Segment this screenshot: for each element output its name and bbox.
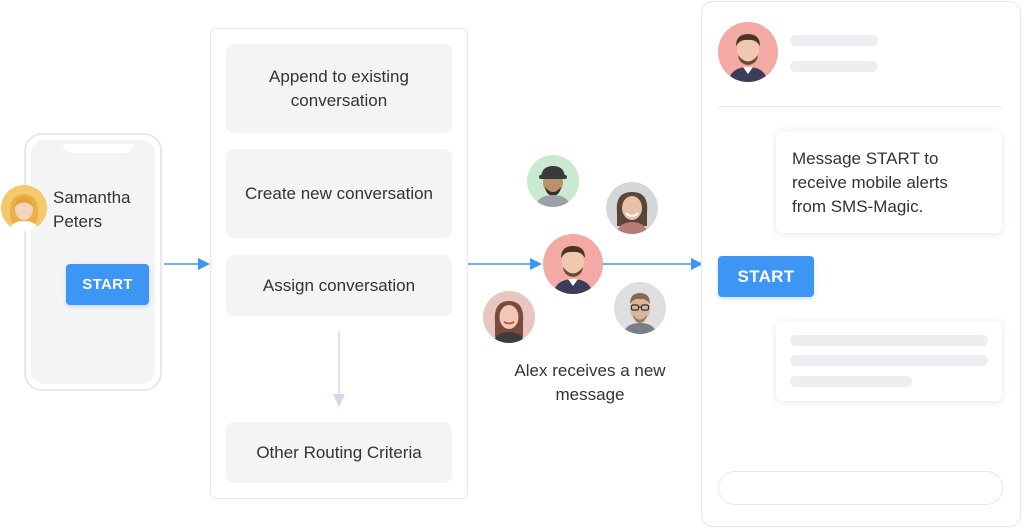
chat-typing-bubble (776, 321, 1002, 401)
chat-message-line: Message START to (792, 147, 986, 171)
arrow-routing-to-team (468, 258, 542, 270)
arrow-phone-to-routing (164, 258, 210, 270)
chat-skeleton-line (790, 376, 912, 387)
team-caption-line1: Alex receives a new (495, 359, 685, 383)
alex-avatar (543, 234, 603, 294)
chat-message-bubble: Message START to receive mobile alerts f… (776, 131, 1002, 233)
chat-header-skeleton-line (790, 35, 878, 46)
chat-skeleton-line (790, 335, 988, 346)
arrow-routing-down (333, 331, 345, 407)
team-caption: Alex receives a new message (495, 359, 685, 407)
chat-message-input[interactable] (718, 471, 1003, 505)
team-caption-line2: message (495, 383, 685, 407)
chat-alex-avatar (718, 22, 778, 82)
chat-message-line: receive mobile alerts (792, 171, 986, 195)
team-avatar-woman-dark (483, 291, 535, 343)
chat-header-skeleton-line (790, 61, 878, 72)
chat-message-line: from SMS-Magic. (792, 195, 986, 219)
chat-start-button[interactable]: START (718, 256, 814, 297)
chat-divider (718, 106, 1002, 107)
team-avatar-cap (527, 155, 579, 207)
arrow-team-to-chat (603, 258, 703, 270)
team-avatar-glasses (614, 282, 666, 334)
team-avatar-woman-smile (606, 182, 658, 234)
chat-skeleton-line (790, 355, 988, 366)
